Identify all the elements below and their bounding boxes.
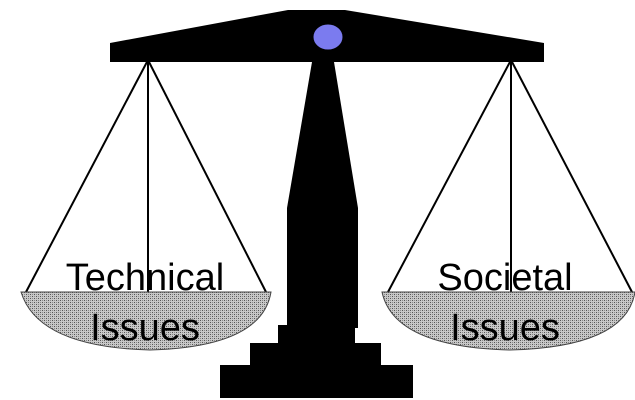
left-pan-label-line2: Issues bbox=[90, 307, 200, 349]
right-pan-label-line2: Issues bbox=[450, 307, 560, 349]
pivot-knob bbox=[313, 24, 343, 50]
base-middle-step bbox=[250, 343, 381, 367]
scale-column bbox=[287, 62, 358, 328]
base-bottom-step bbox=[220, 365, 413, 398]
scale-base bbox=[220, 325, 413, 398]
right-pan-label-line1: Societal bbox=[437, 257, 572, 299]
left-pan-label-line1: Technical bbox=[66, 257, 224, 299]
